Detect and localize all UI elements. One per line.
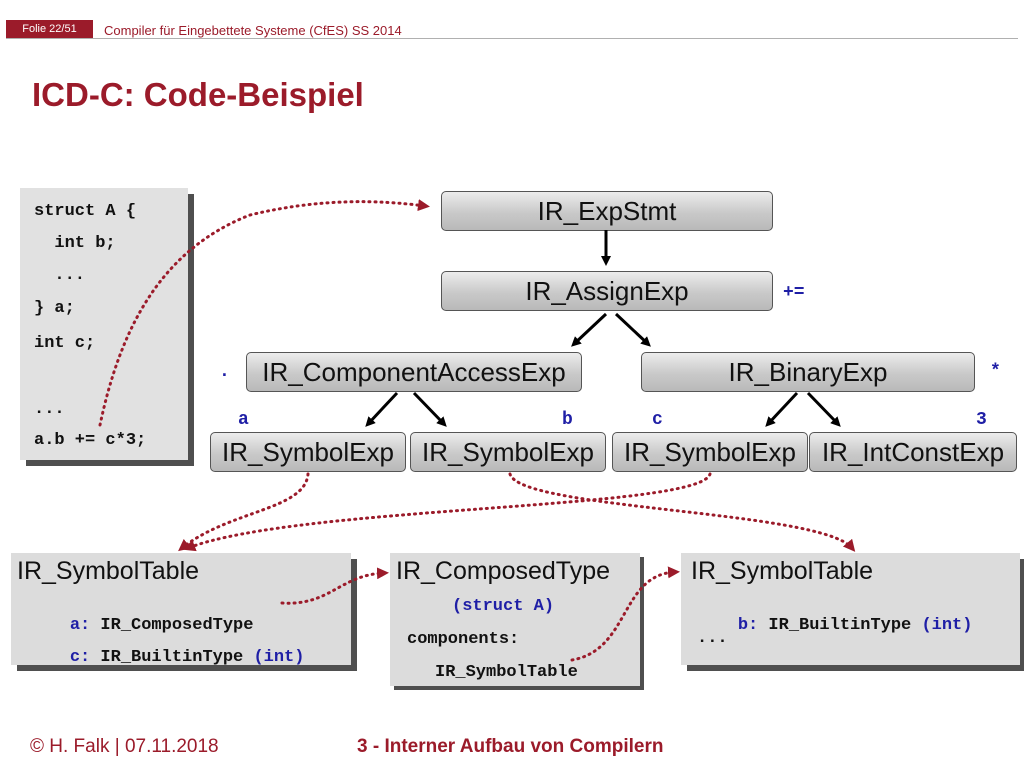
entry-type-detail: (int) bbox=[921, 616, 973, 635]
ref-symb-to-struct-symtab bbox=[508, 472, 856, 552]
code-line: int b; bbox=[34, 234, 116, 253]
symbol-label-c: c bbox=[652, 410, 663, 430]
symbol-label-b: b bbox=[562, 410, 573, 430]
slide-title: ICD-C: Code-Beispiel bbox=[32, 76, 364, 113]
ir-intconstexp-node: IR_IntConstExp bbox=[809, 432, 1017, 472]
code-line: int c; bbox=[34, 334, 96, 353]
ir-symbolexp-c-node: IR_SymbolExp bbox=[612, 432, 808, 472]
entry-type: IR_BuiltinType bbox=[768, 616, 912, 635]
ir-expstmt-node: IR_ExpStmt bbox=[441, 191, 773, 231]
reference-arrows bbox=[98, 199, 856, 662]
symbol-entry-a: a: IR_ComposedType bbox=[29, 597, 254, 654]
footer-author: © H. Falk | 07.11.2018 bbox=[30, 736, 219, 757]
ir-symbolexp-a-node: IR_SymbolExp bbox=[210, 432, 406, 472]
symbol-table-global: IR_SymbolTable a: IR_ComposedType c: IR_… bbox=[11, 553, 351, 667]
entry-type-detail: (int) bbox=[253, 648, 305, 667]
assign-operator: += bbox=[783, 283, 805, 303]
entry-key: a: bbox=[69, 616, 91, 635]
entry-type: IR_BuiltinType bbox=[100, 648, 244, 667]
ir-symbolexp-b-node: IR_SymbolExp bbox=[410, 432, 606, 472]
ref-symtab-to-composed bbox=[280, 567, 389, 605]
symbol-table-title: IR_SymbolTable bbox=[17, 557, 200, 585]
composed-type-title: IR_ComposedType bbox=[396, 557, 611, 585]
symbol-table-title: IR_SymbolTable bbox=[691, 557, 874, 585]
ir-assignexp-node: IR_AssignExp bbox=[441, 271, 773, 311]
symbol-table-struct: IR_SymbolTable b: IR_BuiltinType (int) .… bbox=[681, 553, 1020, 665]
code-line: ... bbox=[34, 400, 65, 419]
course-title: Compiler für Eingebettete Systeme (CfES)… bbox=[104, 23, 402, 38]
ref-symc-to-symtab bbox=[183, 472, 712, 552]
edge-assign-binary bbox=[614, 312, 651, 347]
ref-composed-to-struct-symtab bbox=[570, 566, 680, 662]
footer-chapter: 3 - Interner Aufbau von Compilern bbox=[357, 736, 664, 757]
edge-binary-symc bbox=[765, 391, 799, 427]
header-divider bbox=[6, 38, 1018, 39]
symbol-entry-b: b: IR_BuiltinType (int) bbox=[697, 597, 973, 654]
symbol-entry-c: c: IR_BuiltinType (int) bbox=[29, 629, 305, 686]
edge-component-symb bbox=[412, 391, 447, 427]
symbol-entry-more: ... bbox=[697, 629, 728, 648]
edge-component-syma bbox=[365, 391, 399, 427]
composed-type-box: IR_ComposedType (struct A) components: I… bbox=[390, 553, 640, 686]
edge-assign-component bbox=[571, 312, 608, 347]
ref-syma-to-symtab bbox=[178, 472, 310, 552]
code-line: struct A { bbox=[34, 202, 137, 221]
symbol-label-a: a bbox=[238, 410, 249, 430]
tree-edges bbox=[365, 230, 841, 427]
binary-operator: * bbox=[990, 362, 1001, 382]
ref-code-to-expstmt bbox=[98, 199, 430, 427]
composed-type-struct: (struct A) bbox=[452, 597, 555, 616]
entry-type: IR_ComposedType bbox=[100, 616, 254, 635]
code-line: } a; bbox=[34, 299, 75, 318]
slide-number-tag: Folie 22/51 bbox=[6, 20, 93, 38]
intconst-label-3: 3 bbox=[976, 410, 987, 430]
composed-type-symboltable: IR_SymbolTable bbox=[435, 663, 578, 682]
code-listing: struct A { int b; ... } a; int c; ... a.… bbox=[20, 188, 188, 460]
entry-key: b: bbox=[737, 616, 759, 635]
edge-binary-intconst bbox=[806, 391, 841, 427]
ir-binaryexp-node: IR_BinaryExp bbox=[641, 352, 975, 392]
entry-key: c: bbox=[69, 648, 91, 667]
component-operator: . bbox=[219, 362, 230, 382]
code-line: ... bbox=[34, 266, 86, 285]
composed-type-components: components: bbox=[407, 630, 520, 649]
ir-componentaccessexp-node: IR_ComponentAccessExp bbox=[246, 352, 582, 392]
code-line: a.b += c*3; bbox=[34, 431, 147, 450]
